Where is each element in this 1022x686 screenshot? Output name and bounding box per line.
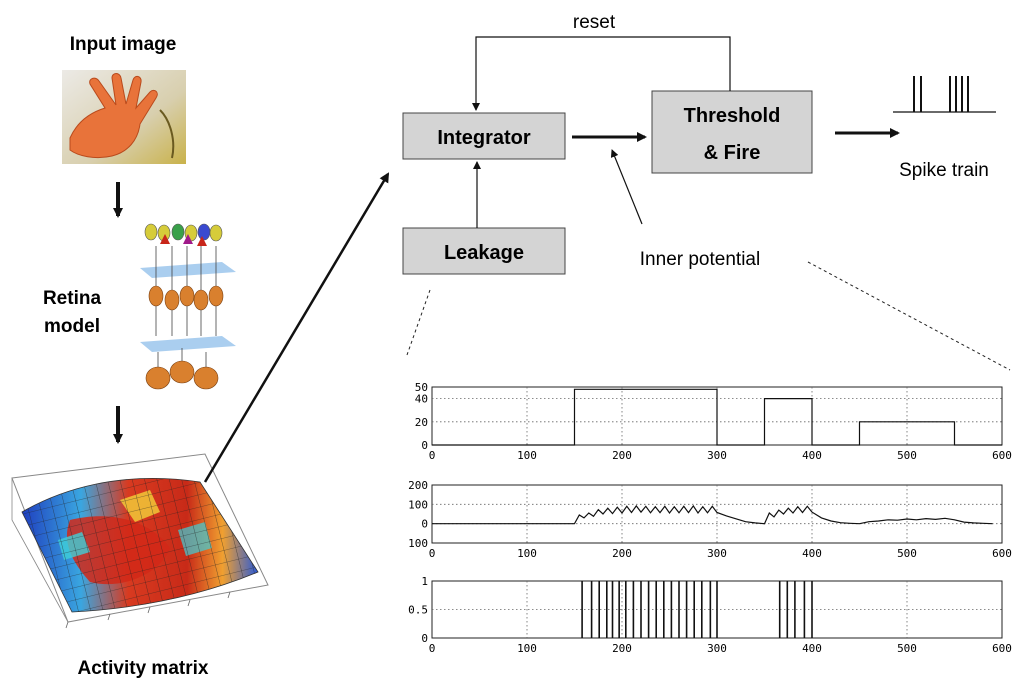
y-tick-label: 50 <box>415 381 428 394</box>
activity-matrix-surface <box>11 453 269 629</box>
threshold-label-line2: & Fire <box>704 142 761 164</box>
x-tick-label: 600 <box>992 547 1012 560</box>
series-line <box>432 504 993 525</box>
retina-model-label-line2: model <box>44 316 100 337</box>
reset-label: reset <box>573 12 616 33</box>
x-tick-label: 0 <box>429 547 436 560</box>
arrow-activity-to-integrator <box>203 172 390 483</box>
y-tick-label: 20 <box>415 416 428 429</box>
y-tick-label: 1 <box>421 575 428 588</box>
x-tick-label: 300 <box>707 547 727 560</box>
x-tick-label: 100 <box>517 547 537 560</box>
x-tick-label: 500 <box>897 449 917 462</box>
y-tick-label: 0 <box>421 632 428 645</box>
integrator-box <box>402 112 566 160</box>
y-tick-label: 0.5 <box>408 604 428 617</box>
input-image <box>62 70 186 164</box>
inner-potential-pointer <box>610 149 643 225</box>
y-tick-label: 100 <box>408 537 428 550</box>
x-tick-label: 600 <box>992 449 1012 462</box>
integrator-label: Integrator <box>437 127 531 149</box>
x-tick-label: 200 <box>612 642 632 655</box>
spike-train-icon <box>893 76 996 113</box>
x-tick-label: 400 <box>802 449 822 462</box>
x-tick-label: 500 <box>897 547 917 560</box>
x-tick-label: 500 <box>897 642 917 655</box>
x-tick-label: 200 <box>612 449 632 462</box>
leakage-box <box>402 227 566 275</box>
zoom-guide-right <box>807 261 1011 371</box>
x-tick-label: 300 <box>707 449 727 462</box>
series-line <box>432 388 1002 446</box>
x-tick-label: 400 <box>802 642 822 655</box>
threshold-label-line1: Threshold <box>684 105 781 127</box>
activity-matrix-label: Activity matrix <box>78 658 209 679</box>
reset-feedback-line <box>472 36 731 111</box>
chart-spike-output: 0 100 200 300 400 500 600 0 0.5 1 <box>408 575 1012 655</box>
x-tick-label: 400 <box>802 547 822 560</box>
x-tick-label: 100 <box>517 449 537 462</box>
threshold-fire-box <box>651 90 813 174</box>
x-tick-label: 0 <box>429 449 436 462</box>
y-tick-label: 40 <box>415 393 428 406</box>
x-tick-label: 600 <box>992 642 1012 655</box>
retina-model-illustration <box>140 223 236 390</box>
zoom-guide-left <box>406 289 431 356</box>
x-tick-label: 200 <box>612 547 632 560</box>
x-tick-label: 0 <box>429 642 436 655</box>
inner-potential-label: Inner potential <box>640 249 760 270</box>
y-tick-label: 200 <box>408 479 428 492</box>
leakage-label: Leakage <box>444 242 524 264</box>
spike-train-label: Spike train <box>899 160 989 181</box>
x-tick-label: 300 <box>707 642 727 655</box>
input-image-label: Input image <box>70 34 177 55</box>
y-tick-label: 0 <box>421 439 428 452</box>
y-tick-label: 100 <box>408 498 428 511</box>
x-tick-label: 100 <box>517 642 537 655</box>
y-tick-label: 0 <box>421 518 428 531</box>
retina-model-label-line1: Retina <box>43 288 102 309</box>
